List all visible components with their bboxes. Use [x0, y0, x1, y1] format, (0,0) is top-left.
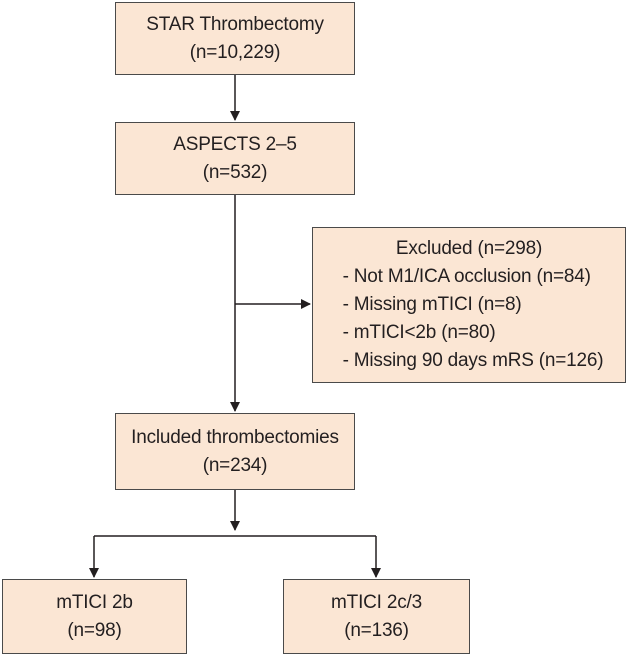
aspects-title: ASPECTS 2–5	[173, 133, 297, 155]
star-title: STAR Thrombectomy	[146, 13, 324, 35]
mtici-2c3-count: (n=136)	[344, 619, 409, 641]
aspects-box: ASPECTS 2–5 (n=532)	[115, 122, 355, 195]
excluded-reason: - Missing 90 days mRS (n=126)	[342, 350, 604, 371]
excluded-box: Excluded (n=298) - Not M1/ICA occlusion …	[312, 227, 626, 383]
star-thrombectomy-box: STAR Thrombectomy (n=10,229)	[115, 2, 355, 75]
star-count: (n=10,229)	[189, 41, 281, 63]
included-box: Included thrombectomies (n=234)	[115, 413, 355, 490]
included-count: (n=234)	[202, 454, 268, 476]
mtici-2c3-title: mTICI 2c/3	[331, 591, 422, 613]
excluded-reason: - Not M1/ICA occlusion (n=84)	[342, 266, 591, 287]
mtici-2c3-box: mTICI 2c/3 (n=136)	[283, 579, 470, 654]
mtici-2b-title: mTICI 2b	[56, 591, 133, 613]
aspects-count: (n=532)	[202, 161, 268, 183]
mtici-2b-count: (n=98)	[67, 619, 122, 641]
mtici-2b-box: mTICI 2b (n=98)	[2, 579, 187, 654]
excluded-reason: - mTICI<2b (n=80)	[342, 322, 496, 343]
excluded-reasons-list: - Not M1/ICA occlusion (n=84) - Missing …	[343, 263, 604, 375]
excluded-reason: - Missing mTICI (n=8)	[342, 294, 522, 315]
included-title: Included thrombectomies	[131, 426, 339, 448]
excluded-title: Excluded (n=298)	[395, 238, 543, 259]
